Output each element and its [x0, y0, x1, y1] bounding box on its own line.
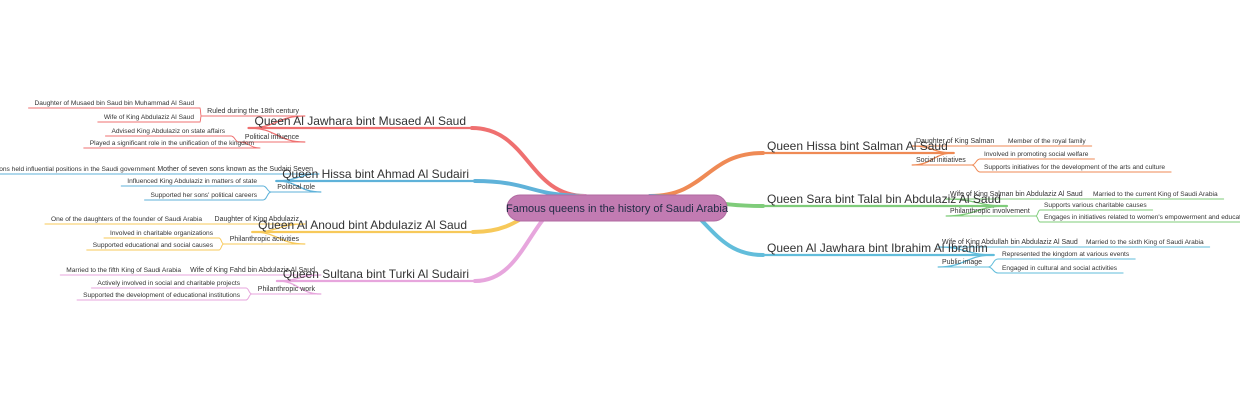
branch-queen-hissa-bint-salman-al-saud[interactable]: Queen Hissa bint Salman Al Saud [767, 139, 948, 153]
subtopic-social-initiatives-connector [911, 152, 954, 166]
subtopic-political-role-connector [276, 180, 322, 193]
subtopic-philanthropic-work[interactable]: Philanthropic work [258, 286, 316, 293]
branch-queen-al-anoud-bint-abdulaziz-al-saud[interactable]: Queen Al Anoud bint Abdulaziz Al Saud [258, 218, 467, 232]
detail-supported-educational-and-social-causes-connector [218, 243, 224, 251]
subtopic-wife-of-king-salman-bin-abdulaziz-al-sau[interactable]: Wife of King Salman bin Abdulaziz Al Sau… [950, 191, 1083, 198]
subtopic-philanthropic-activities[interactable]: Philanthropic activities [230, 236, 300, 243]
detail-involved-in-charitable-organizations-connector [218, 237, 224, 245]
detail-involved-in-promoting-social-welfare-connector [971, 158, 981, 166]
subtopic-political-influence[interactable]: Political influence [245, 134, 299, 141]
branch-queen-hissa-bint-salman-al-saud-connector [648, 151, 765, 198]
detail-involved-in-promoting-social-welfare[interactable]: Involved in promoting social welfare [984, 151, 1089, 158]
detail-supports-various-charitable-causes[interactable]: Supports various charitable causes [1044, 202, 1147, 209]
subtopic-daughter-of-king-abdulaziz[interactable]: Daughter of King Abdulaziz [215, 216, 300, 223]
subtopic-public-image[interactable]: Public image [942, 259, 982, 266]
detail-played-a-significant-role-in-the-unifica-connector [238, 141, 261, 149]
subtopic-ruled-during-the-18th-century-connector [248, 115, 306, 129]
subtopic-daughter-of-king-salman[interactable]: Daughter of King Salman [916, 138, 994, 145]
detail-engages-in-initiatives-related-to-women--connector [1035, 215, 1041, 223]
central-topic-label: Famous queens in the history of Saudi Ar… [506, 203, 729, 215]
central-topic[interactable] [506, 194, 728, 222]
detail-daughter-of-musaed-bin-saud-bin-muhammad[interactable]: Daughter of Musaed bin Saud bin Muhammad… [35, 100, 195, 107]
detail-supported-the-development-of-educational-connector [245, 293, 252, 301]
subtopic-wife-of-king-abdullah-bin-abdulaziz-al-s[interactable]: Wife of King Abdullah bin Abdulaziz Al S… [942, 239, 1078, 246]
detail-actively-involved-in-social-and-charitab-connector [245, 287, 252, 295]
detail-actively-involved-in-social-and-charitab[interactable]: Actively involved in social and charitab… [97, 280, 240, 287]
detail-represented-the-kingdom-at-various-event-connector [987, 258, 999, 268]
detail-member-of-the-royal-family[interactable]: Member of the royal family [1008, 138, 1086, 145]
detail-played-a-significant-role-in-the-unifica[interactable]: Played a significant role in the unifica… [90, 140, 255, 147]
branch-queen-hissa-bint-ahmad-al-sudairi-connector [473, 179, 587, 198]
subtopic-wife-of-king-fahd-bin-abdulaziz-al-saud[interactable]: Wife of King Fahd bin Abdulaziz Al Saud [190, 267, 315, 274]
detail-married-to-the-fifth-king-of-saudi-arabi[interactable]: Married to the fifth King of Saudi Arabi… [66, 267, 181, 274]
branch-queen-al-jawhara-bint-ibrahim-al-ibrahim[interactable]: Queen Al Jawhara bint Ibrahim Al Ibrahim [767, 241, 988, 255]
detail-supported-her-sons-political-careers-connector [262, 191, 272, 201]
subtopic-philanthropic-involvement-connector [945, 205, 1007, 217]
detail-sons-held-influential-positions-in-the-s[interactable]: Sons held influential positions in the S… [0, 166, 155, 173]
detail-represented-the-kingdom-at-various-event[interactable]: Represented the kingdom at various event… [1002, 251, 1130, 258]
branch-queen-sultana-bint-turki-al-sudairi[interactable]: Queen Sultana bint Turki Al Sudairi [283, 267, 469, 281]
subtopic-political-role[interactable]: Political role [277, 184, 315, 191]
branch-queen-hissa-bint-ahmad-al-sudairi[interactable]: Queen Hissa bint Ahmad Al Sudairi [282, 167, 469, 181]
detail-engaged-in-cultural-and-social-activitie[interactable]: Engaged in cultural and social activitie… [1002, 265, 1118, 272]
detail-influenced-king-abdulaziz-in-matters-of-[interactable]: Influenced King Abdulaziz in matters of … [127, 178, 257, 185]
branch-queen-al-jawhara-bint-musaed-al-saud[interactable]: Queen Al Jawhara bint Musaed Al Saud [255, 114, 466, 128]
detail-engaged-in-cultural-and-social-activitie-connector [988, 266, 999, 274]
detail-married-to-the-current-king-of-saudi-ara[interactable]: Married to the current King of Saudi Ara… [1093, 191, 1218, 198]
subtopic-philanthropic-activities-connector [252, 231, 306, 245]
branch-queen-sara-bint-talal-bin-abdulaziz-al-s[interactable]: Queen Sara bint Talal bin Abdulaziz Al S… [767, 192, 1001, 206]
subtopic-public-image-connector [937, 254, 994, 268]
detail-supports-various-charitable-causes-connector [1035, 209, 1041, 217]
detail-wife-of-king-abdulaziz-al-saud-connector [199, 115, 202, 123]
detail-one-of-the-daughters-of-the-founder-of-s[interactable]: One of the daughters of the founder of S… [51, 216, 202, 223]
detail-involved-in-charitable-organizations[interactable]: Involved in charitable organizations [110, 230, 214, 237]
detail-engages-in-initiatives-related-to-women-[interactable]: Engages in initiatives related to women'… [1044, 214, 1240, 221]
subtopic-philanthropic-work-connector [276, 280, 322, 295]
detail-married-to-the-sixth-king-of-saudi-arabi[interactable]: Married to the sixth King of Saudi Arabi… [1086, 239, 1204, 246]
detail-advised-king-abdulaziz-on-state-affairs[interactable]: Advised King Abdulaziz on state affairs [111, 128, 225, 135]
detail-advised-king-abdulaziz-on-state-affairs-connector [230, 135, 239, 143]
subtopic-mother-of-seven-sons-known-as-the-sudair[interactable]: Mother of seven sons known as the Sudair… [157, 166, 313, 173]
subtopic-ruled-during-the-18th-century[interactable]: Ruled during the 18th century [207, 108, 299, 115]
subtopic-political-influence-connector [248, 127, 306, 143]
detail-supported-educational-and-social-causes[interactable]: Supported educational and social causes [93, 242, 214, 249]
subtopic-social-initiatives[interactable]: Social initiatives [916, 157, 966, 164]
detail-supports-initiatives-for-the-development-connector [971, 164, 981, 173]
detail-supports-initiatives-for-the-development[interactable]: Supports initiatives for the development… [984, 164, 1165, 171]
detail-wife-of-king-abdulaziz-al-saud[interactable]: Wife of King Abdulaziz Al Saud [104, 114, 195, 121]
detail-supported-the-development-of-educational[interactable]: Supported the development of educational… [83, 292, 241, 299]
detail-supported-her-sons-political-careers[interactable]: Supported her sons' political careers [151, 192, 258, 199]
subtopic-philanthropic-involvement[interactable]: Philanthropic involvement [950, 208, 1030, 215]
branch-queen-al-jawhara-bint-musaed-al-saud-connector [470, 126, 587, 198]
detail-influenced-king-abdulaziz-in-matters-of--connector [262, 185, 272, 193]
detail-daughter-of-musaed-bin-saud-bin-muhammad-connector [199, 107, 202, 117]
